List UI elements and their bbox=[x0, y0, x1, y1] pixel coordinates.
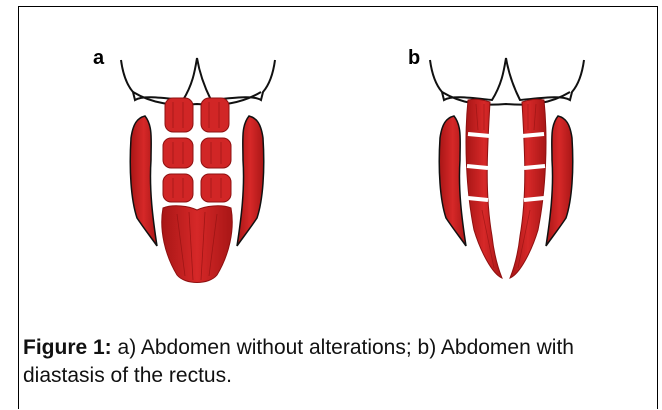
right-oblique-muscle bbox=[237, 116, 264, 246]
figure-caption: Figure 1: a) Abdomen without alterations… bbox=[23, 334, 653, 390]
torso-outline bbox=[121, 58, 275, 100]
abdomen-diastasis-illustration bbox=[402, 40, 602, 290]
lower-rectus-muscle bbox=[162, 206, 232, 283]
caption-label: Figure 1: bbox=[23, 336, 112, 359]
left-oblique-muscle bbox=[130, 116, 157, 246]
abdomen-normal-illustration bbox=[93, 40, 293, 290]
